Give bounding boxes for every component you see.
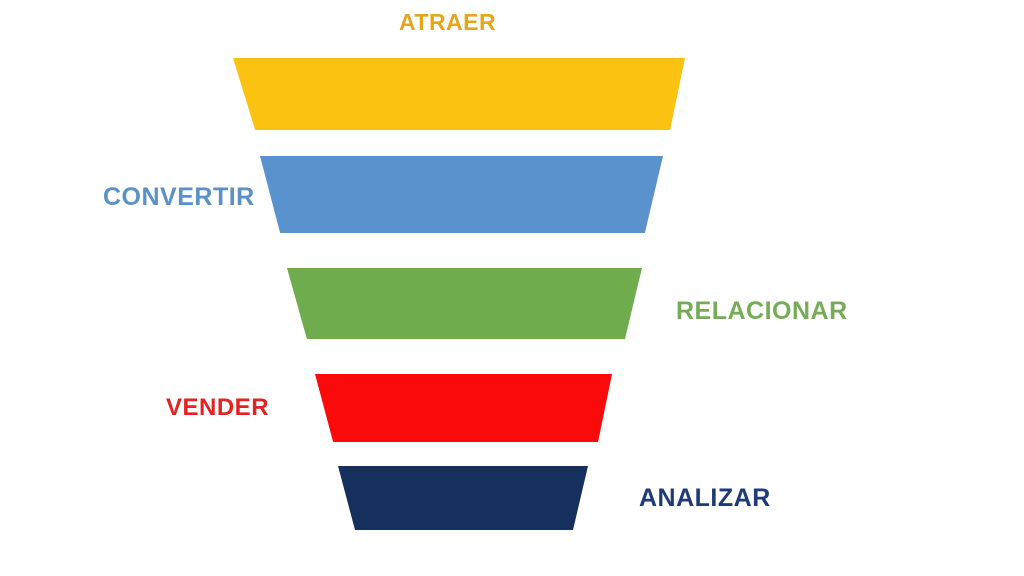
funnel-stage-analizar-label: ANALIZAR bbox=[639, 484, 771, 512]
funnel-stage-analizar-shape bbox=[338, 466, 588, 530]
funnel-stage-convertir-shape bbox=[260, 156, 663, 233]
funnel-stage-atraer-shape bbox=[233, 58, 685, 130]
funnel-stage-vender-shape bbox=[315, 374, 612, 442]
funnel-stage-relacionar-shape bbox=[287, 268, 642, 339]
funnel-stage-relacionar-label: RELACIONAR bbox=[676, 297, 848, 325]
funnel-stage-vender-label: VENDER bbox=[166, 394, 270, 421]
funnel-stage-atraer-label: ATRAER bbox=[399, 9, 497, 35]
funnel-stage-convertir-label: CONVERTIR bbox=[103, 183, 255, 211]
